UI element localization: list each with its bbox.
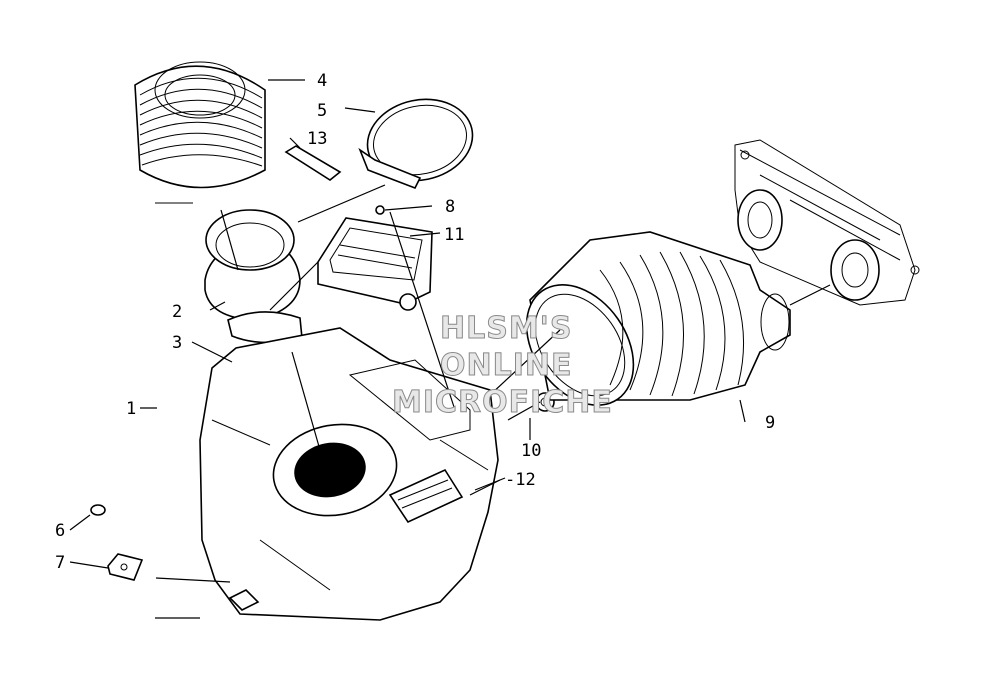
callout-11: 11 [444, 225, 464, 245]
callout-10: 10 [521, 441, 541, 461]
carburetor-assembly [734, 139, 920, 306]
callout-1: 1 [126, 399, 136, 419]
intake-boot-part [525, 231, 791, 406]
gasket-strip-part [284, 145, 342, 181]
corrugated-boot-part [134, 61, 266, 204]
callout-labels: 1 2 3 4 5 6 7 8 9 10 11 -12 13 [55, 71, 775, 573]
callout-2: 2 [172, 302, 182, 322]
airbox-housing-part [199, 327, 499, 621]
callout-7: 7 [55, 553, 65, 573]
callout-6: 6 [55, 521, 65, 541]
callout-8: 8 [445, 197, 455, 217]
watermark-line-3: MICROFICHE [392, 385, 613, 420]
callout-4: 4 [317, 71, 327, 91]
callout-13: 13 [307, 129, 327, 149]
filter-block-part [317, 205, 433, 311]
grommet-part [90, 504, 106, 516]
watermark-line-2: ONLINE [440, 348, 573, 383]
callout-5: 5 [317, 101, 327, 121]
bracket-part [107, 553, 144, 581]
callout-9: 9 [765, 413, 775, 433]
callout-3: 3 [172, 333, 182, 353]
callout-12: -12 [505, 470, 536, 490]
watermark-line-1: HLSM'S [440, 311, 572, 346]
watermark: HLSM'S ONLINE MICROFICHE [392, 311, 613, 421]
intake-coupler-part [204, 209, 301, 321]
leader-lines [69, 79, 831, 619]
clamp-ring-part [358, 98, 474, 190]
